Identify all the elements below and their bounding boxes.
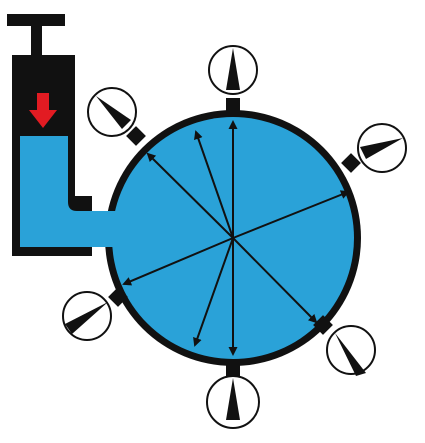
- piston-head: [17, 64, 71, 74]
- gauge-bottom-right: [327, 326, 375, 376]
- pipe-joint: [96, 211, 124, 247]
- gauge-bottom-left: [63, 292, 111, 340]
- gauge-bottom: [207, 376, 259, 428]
- gauge-top-left: [88, 88, 136, 136]
- gauge-right: [358, 124, 406, 172]
- gauge-top: [209, 46, 257, 94]
